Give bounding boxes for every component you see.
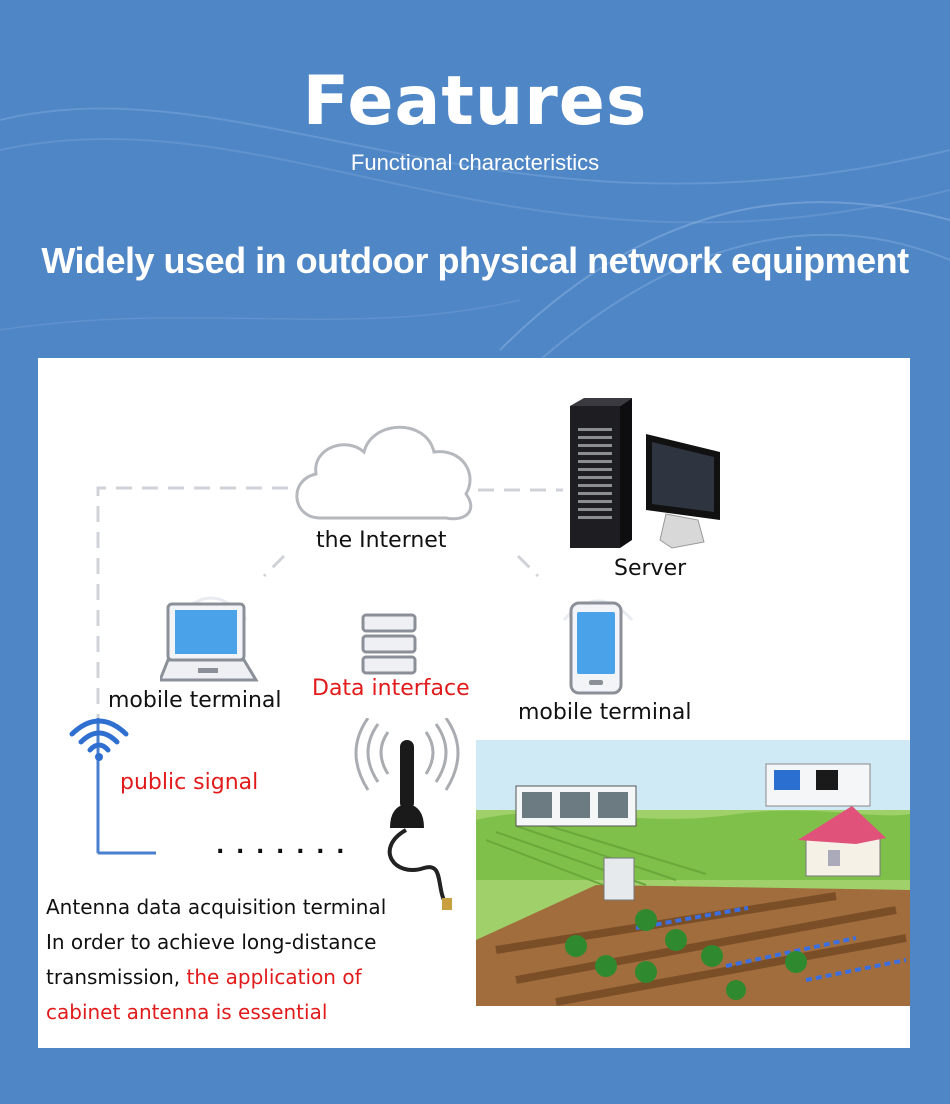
server-label: Server [614, 556, 687, 581]
cloud-icon [295, 425, 473, 521]
data-interface-icon [361, 613, 417, 675]
description-line-3: transmission, the application of [46, 960, 466, 995]
smartphone-icon [569, 601, 623, 695]
server-tower-icon [570, 398, 632, 548]
antenna-description: Antenna data acquisition terminal In ord… [46, 890, 466, 1030]
description-line-4: cabinet antenna is essential [46, 1000, 328, 1024]
description-line-2: In order to achieve long-distance [46, 930, 377, 954]
phone-terminal-label: mobile terminal [518, 700, 692, 725]
antenna-icon [354, 718, 460, 910]
laptop-terminal-label: mobile terminal [108, 688, 282, 713]
section-headline: Widely used in outdoor physical network … [41, 240, 909, 281]
description-line-1: Antenna data acquisition terminal [46, 895, 387, 919]
laptop-icon [160, 602, 259, 682]
farm-scene-illustration [476, 740, 910, 1006]
wifi-icon [69, 718, 129, 761]
public-signal-label: public signal [120, 770, 259, 795]
data-interface-label: Data interface [312, 676, 470, 701]
page-title: Features [302, 62, 648, 141]
dotted-connection: . . . . . . . [216, 834, 347, 859]
description-line-3-plain: transmission, [46, 965, 187, 989]
monitor-icon [646, 434, 720, 549]
page-subtitle: Functional characteristics [350, 150, 600, 175]
description-line-3-red: the application of [186, 965, 362, 989]
connector-lines [96, 486, 563, 855]
internet-label: the Internet [316, 528, 447, 553]
network-diagram-panel: the Internet Server mobile terminal [38, 358, 910, 1048]
